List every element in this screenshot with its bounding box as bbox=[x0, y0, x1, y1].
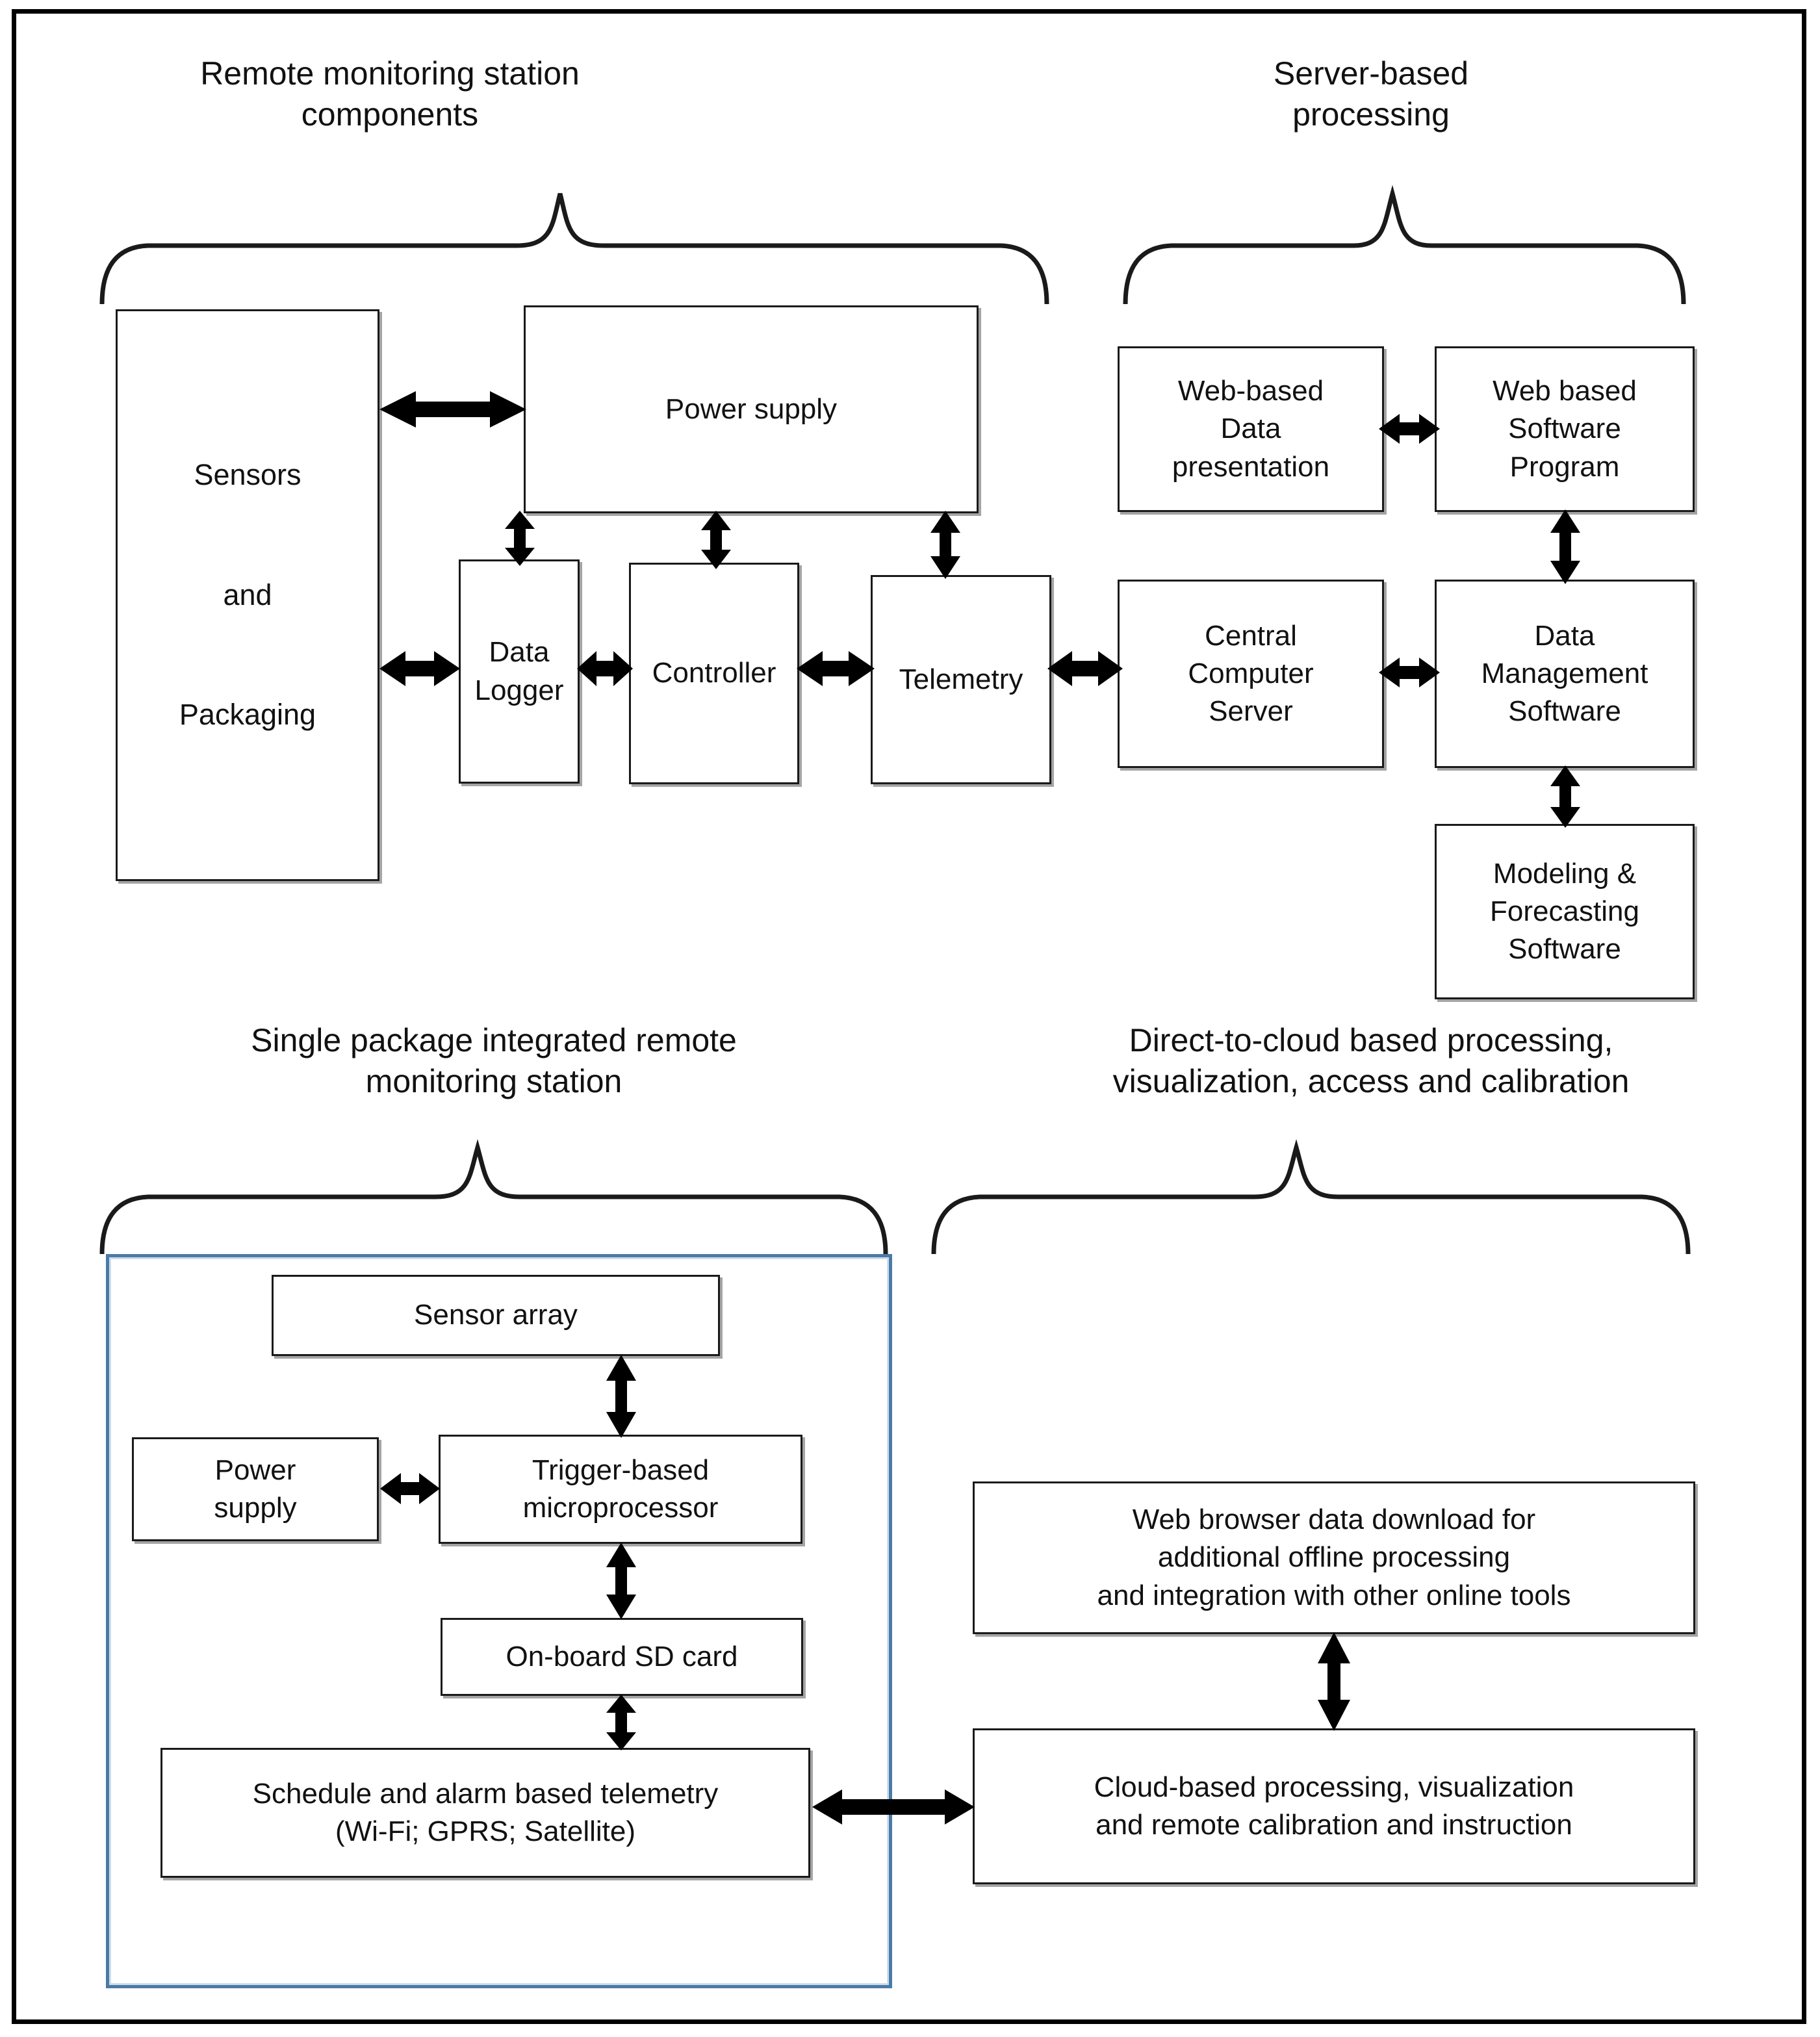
box-sensor-array[interactable]: Sensor array bbox=[272, 1275, 720, 1356]
arrow-data-management-to-modeling-forecasting bbox=[1550, 765, 1580, 828]
arrow-microprocessor-to-sd-card bbox=[606, 1543, 636, 1619]
box-controller[interactable]: Controller bbox=[629, 563, 799, 784]
arrow-power-supply-to-microprocessor bbox=[380, 1473, 440, 1504]
arrow-telemetry-to-cloud-processing bbox=[812, 1789, 975, 1825]
box-cloud-based-processing[interactable]: Cloud-based processing, visualization an… bbox=[973, 1728, 1695, 1884]
brace-server-based-processing bbox=[1123, 185, 1686, 305]
box-central-computer-server[interactable]: Central Computer Server bbox=[1118, 580, 1384, 768]
box-web-browser-data-download[interactable]: Web browser data download for additional… bbox=[973, 1481, 1695, 1634]
box-power-supply-onboard[interactable]: Power supply bbox=[132, 1437, 379, 1541]
box-schedule-alarm-telemetry[interactable]: Schedule and alarm based telemetry (Wi-F… bbox=[160, 1748, 810, 1878]
heading-server-based-processing: Server-based processing bbox=[1273, 55, 1469, 133]
box-web-based-software-program[interactable]: Web based Software Program bbox=[1435, 346, 1695, 512]
arrow-web-browser-to-cloud-processing bbox=[1318, 1632, 1350, 1731]
figure-outer-frame bbox=[12, 9, 1806, 2024]
box-trigger-based-microprocessor[interactable]: Trigger-based microprocessor bbox=[439, 1435, 802, 1544]
brace-remote-monitoring-station bbox=[99, 193, 1049, 305]
arrow-controller-to-telemetry bbox=[797, 651, 875, 686]
box-sensors-and-packaging[interactable]: Sensors and Packaging bbox=[116, 309, 379, 881]
box-power-supply[interactable]: Power supply bbox=[524, 305, 979, 513]
arrow-central-server-to-data-management bbox=[1379, 658, 1440, 687]
box-data-logger[interactable]: Data Logger bbox=[459, 559, 580, 784]
arrow-sensors-to-data-logger bbox=[379, 651, 460, 686]
arrow-software-program-to-data-management bbox=[1550, 509, 1580, 584]
brace-single-package-station bbox=[99, 1139, 888, 1255]
arrow-sd-card-to-telemetry bbox=[606, 1695, 636, 1750]
arrow-data-presentation-to-software-program bbox=[1379, 414, 1440, 444]
arrow-data-logger-to-controller bbox=[577, 651, 633, 686]
brace-direct-to-cloud bbox=[931, 1139, 1691, 1255]
heading-remote-monitoring-station-components: Remote monitoring station components bbox=[200, 55, 580, 133]
heading-direct-to-cloud-based-processing: Direct-to-cloud based processing, visual… bbox=[1112, 1022, 1630, 1099]
box-web-based-data-presentation[interactable]: Web-based Data presentation bbox=[1118, 346, 1384, 512]
arrow-sensor-array-to-microprocessor bbox=[606, 1355, 636, 1438]
arrow-power-supply-to-telemetry bbox=[930, 511, 960, 579]
arrow-power-supply-to-data-logger bbox=[505, 511, 535, 566]
arrow-sensors-to-power-supply bbox=[379, 391, 526, 428]
heading-single-package-integrated-remote-monitoring-station: Single package integrated remote monitor… bbox=[251, 1022, 737, 1099]
box-telemetry[interactable]: Telemetry bbox=[871, 575, 1051, 784]
box-data-management-software[interactable]: Data Management Software bbox=[1435, 580, 1695, 768]
box-modeling-forecasting-software[interactable]: Modeling & Forecasting Software bbox=[1435, 824, 1695, 999]
arrow-power-supply-to-controller bbox=[701, 511, 731, 569]
box-on-board-sd-card[interactable]: On-board SD card bbox=[441, 1618, 803, 1696]
arrow-telemetry-to-central-server bbox=[1047, 651, 1123, 686]
